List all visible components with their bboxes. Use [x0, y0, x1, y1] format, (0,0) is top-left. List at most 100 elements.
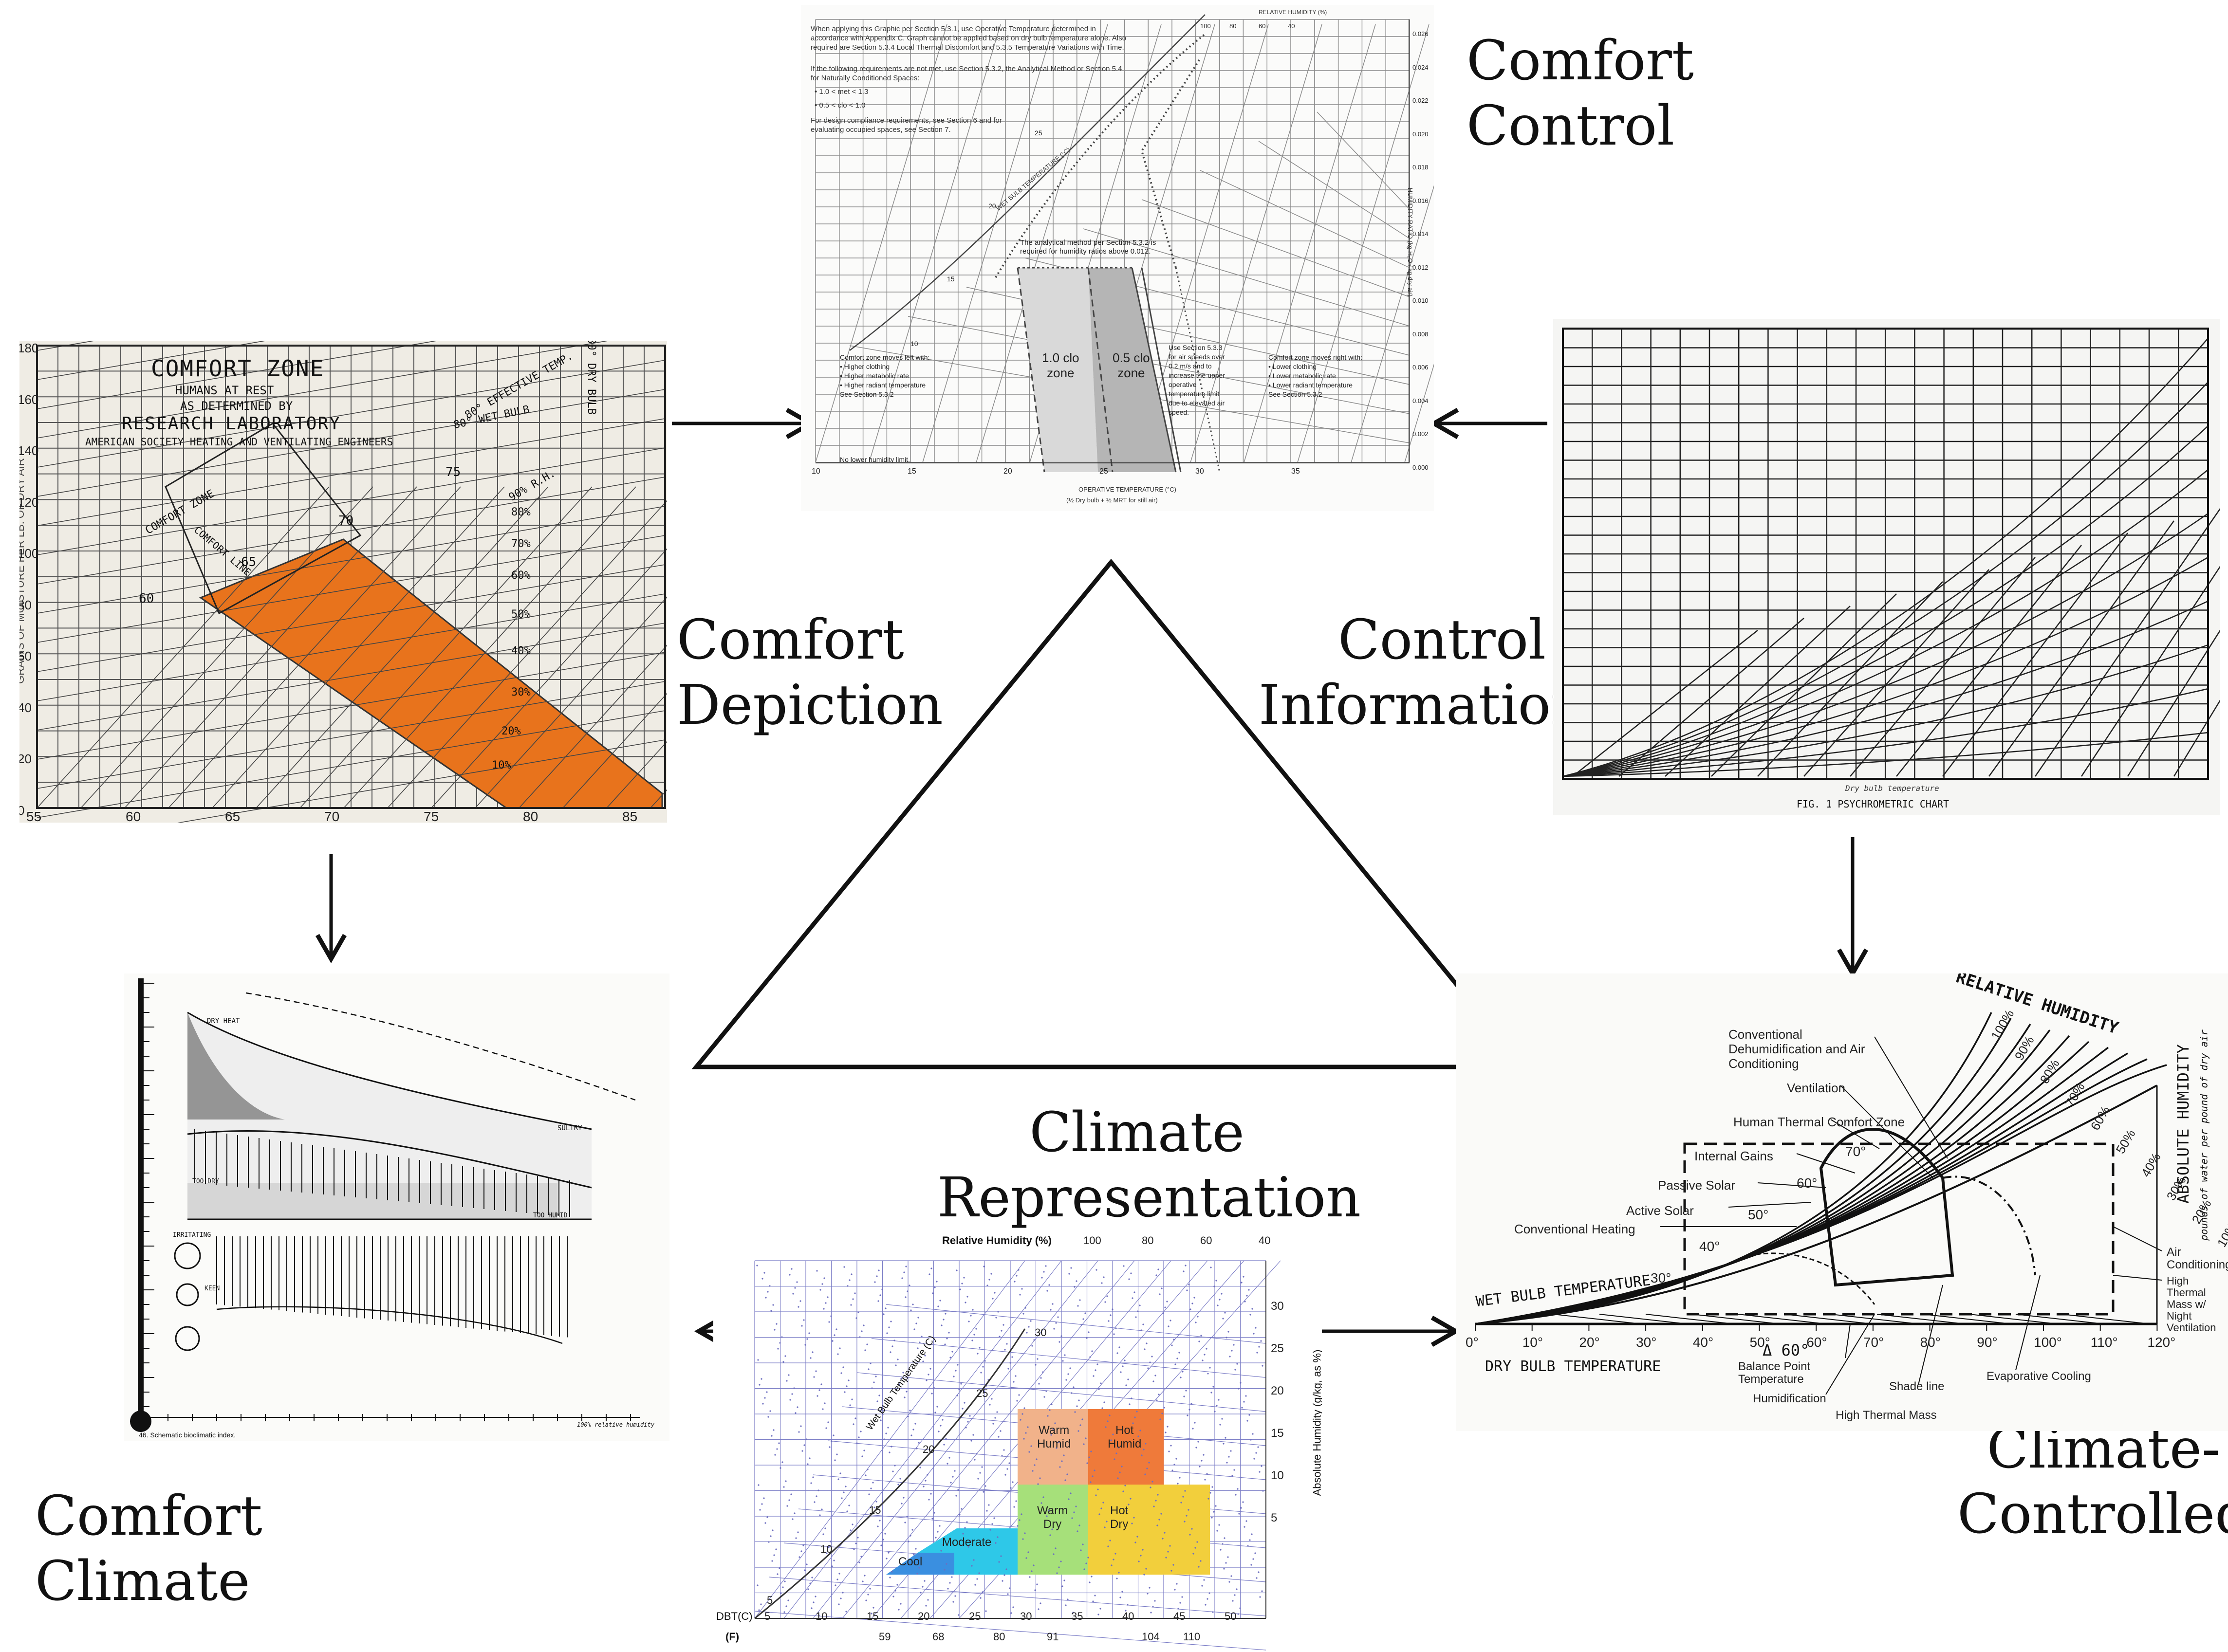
callout-label: Internal Gains: [1694, 1149, 1773, 1163]
grid-dot: [984, 1360, 986, 1362]
grid-dot: [924, 1580, 926, 1582]
grid-dot: [834, 1334, 836, 1336]
grid-dot: [766, 1391, 768, 1393]
grid-dot: [998, 1436, 1000, 1438]
grid-dot: [772, 1529, 774, 1531]
grid-dot: [1155, 1274, 1157, 1276]
grid-dot: [1132, 1422, 1134, 1424]
grid-dot: [973, 1559, 975, 1561]
grid-dot: [1001, 1330, 1003, 1332]
db-tick-label: 10°: [1522, 1335, 1543, 1350]
grid-dot: [821, 1283, 823, 1285]
grid-dot: [1029, 1576, 1031, 1578]
grid-dot: [888, 1326, 890, 1328]
wb-line: [2173, 699, 2220, 777]
diagonal-line: [37, 341, 611, 439]
grid-dot: [824, 1527, 826, 1529]
grid-dot: [1079, 1299, 1081, 1301]
grid-dot: [784, 1580, 786, 1582]
grid-dot: [807, 1588, 809, 1590]
grid-dot: [1030, 1320, 1032, 1322]
grid-dot: [971, 1565, 973, 1567]
grid-dot: [887, 1427, 889, 1429]
grid-dot: [901, 1277, 903, 1279]
zone-label: Moderate: [942, 1536, 992, 1549]
grid-dot: [809, 1582, 811, 1584]
grid-dot: [933, 1512, 935, 1514]
dbt-tick-label: 10: [816, 1610, 828, 1622]
grid-dot: [810, 1482, 812, 1484]
wb-tick-label: 70°: [1845, 1144, 1866, 1159]
grid-dot: [1215, 1505, 1217, 1507]
grid-dot: [1258, 1571, 1260, 1573]
grid-dot: [812, 1351, 814, 1353]
grid-dot: [1185, 1265, 1187, 1267]
y-tick-label: 140: [19, 443, 39, 458]
grid-dot: [1106, 1521, 1108, 1523]
bc-caption: 46. Schematic bioclimatic index.: [139, 1431, 236, 1439]
grid-dot: [1043, 1396, 1045, 1398]
grid-dot: [981, 1466, 983, 1468]
grid-dot: [1027, 1551, 1029, 1553]
grid-dot: [909, 1285, 910, 1286]
grid-dot: [1123, 1265, 1125, 1267]
grid-dot: [1022, 1538, 1024, 1540]
y-tick-label: 0.014: [1412, 230, 1429, 238]
grid-dot: [1086, 1462, 1088, 1464]
grid-dot: [955, 1495, 957, 1497]
cc-left-box: Comfort zone moves left with:• Higher cl…: [840, 353, 930, 398]
grid-dot: [1212, 1386, 1214, 1388]
grid-dot: [1137, 1310, 1139, 1312]
grid-dot: [1064, 1354, 1066, 1356]
grid-dot: [1217, 1304, 1219, 1306]
grid-dot: [1103, 1401, 1105, 1403]
grid-dot: [1154, 1375, 1156, 1377]
grid-dot: [1110, 1439, 1112, 1441]
grid-dot: [845, 1486, 847, 1487]
wb-line: [1200, 170, 1410, 268]
grid-dot: [1182, 1496, 1184, 1498]
grid-dot: [1224, 1312, 1226, 1314]
cz-dry-bulb: 80° DRY BULB: [585, 341, 597, 415]
diagonal-line: [37, 477, 666, 585]
grid-dot: [847, 1285, 849, 1287]
grid-dot: [832, 1340, 834, 1342]
grid-dot: [991, 1523, 993, 1525]
grid-dot: [1159, 1293, 1161, 1295]
grid-dot: [814, 1501, 816, 1503]
grid-dot: [760, 1603, 762, 1605]
grid-dot: [1178, 1352, 1180, 1354]
wb-line: [1711, 593, 1897, 777]
grid-dot: [1035, 1364, 1037, 1366]
grid-dot: [959, 1514, 961, 1516]
grid-dot: [787, 1599, 789, 1601]
grid-dot: [1210, 1392, 1212, 1394]
grid-dot: [938, 1431, 940, 1432]
grid-dot: [1008, 1462, 1010, 1464]
grid-dot: [1073, 1511, 1075, 1513]
wb-tick-label: 30: [1035, 1326, 1047, 1339]
y-tick-label: 80: [19, 597, 32, 612]
grid-dot: [883, 1313, 885, 1315]
callout-leader: [1918, 1285, 1943, 1385]
grid-dot: [1045, 1265, 1047, 1267]
diagonal-line: [387, 500, 667, 808]
bc-xaxis-end: 100% relative humidity: [577, 1421, 654, 1428]
cr-ah-title: Absolute Humidity (g/kg, as %): [1311, 1349, 1322, 1496]
grid-dot: [1206, 1348, 1207, 1350]
grid-dot: [778, 1442, 780, 1444]
grid-dot: [872, 1482, 874, 1484]
grid-dot: [1146, 1468, 1148, 1469]
grid-dot: [956, 1395, 958, 1396]
cc-analytical: The analytical method per Section 5.3.2 …: [1020, 239, 1156, 256]
grid-dot: [1097, 1614, 1099, 1615]
grid-dot: [860, 1556, 862, 1558]
grid-dot: [992, 1298, 994, 1300]
grid-dot: [795, 1412, 797, 1414]
grid-dot: [870, 1487, 872, 1489]
cz-title: COMFORT ZONE: [151, 355, 325, 382]
grid-dot: [806, 1338, 808, 1340]
rh-line: [754, 1260, 1025, 1619]
grid-dot: [890, 1351, 891, 1353]
grid-dot: [1121, 1591, 1123, 1593]
